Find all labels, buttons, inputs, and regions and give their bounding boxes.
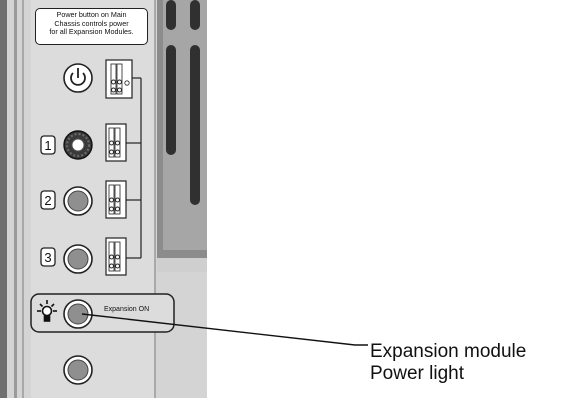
expansion-power-light [63, 299, 93, 329]
lightbulb-icon [37, 300, 57, 322]
caption-line-2: Power light [370, 363, 464, 384]
expansion-on-label: Expansion ON [104, 306, 150, 313]
power-button-note: Power button on Main Chassis controls po… [35, 8, 148, 45]
terminal-block-2 [105, 180, 127, 219]
callout-leader-line [81, 313, 368, 346]
power-button[interactable] [63, 63, 93, 93]
number-badge-2: 2 [40, 190, 56, 210]
svg-text:1: 1 [44, 138, 51, 153]
bottom-light [63, 355, 93, 385]
module-3-light [63, 244, 93, 274]
number-badge-1: 1 [40, 135, 56, 155]
wiring-bus [126, 77, 142, 259]
vented-module [157, 0, 207, 272]
chassis-left-edge [0, 0, 7, 398]
expansion-callout-caption: Expansion module Power light [370, 341, 526, 385]
expansion-highlight-box [30, 293, 175, 333]
power-icon [70, 68, 86, 86]
terminal-block-main [105, 59, 133, 99]
number-badge-3: 3 [40, 247, 56, 267]
module-1-knob[interactable] [63, 130, 93, 160]
module-2-light [63, 186, 93, 216]
terminal-block-3 [105, 237, 127, 276]
chassis-rail [14, 0, 17, 398]
caption-line-1: Expansion module [370, 341, 527, 362]
svg-text:2: 2 [44, 193, 51, 208]
terminal-block-1 [105, 123, 127, 162]
svg-text:3: 3 [44, 250, 51, 265]
chassis-rail-inner [22, 0, 24, 398]
